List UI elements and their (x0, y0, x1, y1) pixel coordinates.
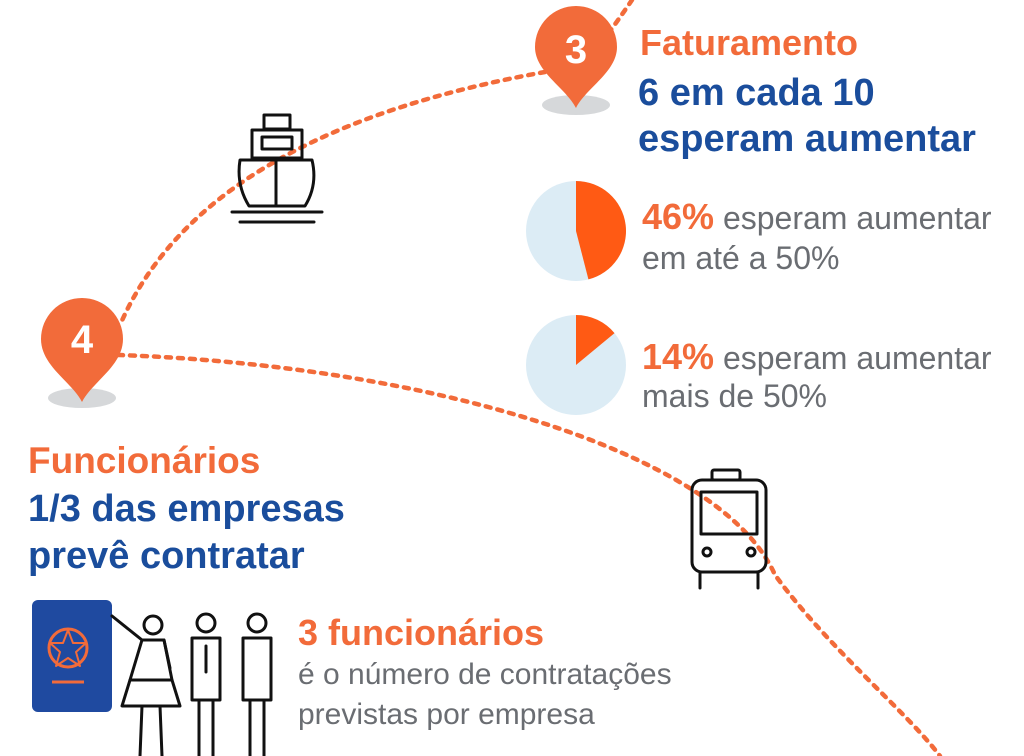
pin-4-number: 4 (71, 318, 94, 362)
route-path-arc (117, 69, 548, 328)
revenue-title: Faturamento (640, 22, 859, 63)
pie-chart-46 (526, 181, 627, 281)
stat-46-text-2: em até a 50% (642, 240, 840, 276)
employees-headline-2: prevê contratar (28, 535, 305, 577)
stat-14-percent: 14% (642, 336, 715, 377)
stat-14: 14% esperam aumentar (642, 336, 992, 378)
employees-stat-text-1: é o número de contratações (298, 658, 672, 691)
employees-stat-text-2: previstas por empresa (298, 698, 595, 731)
pie-slice-14 (576, 315, 615, 365)
stat-14-text-1: esperam aumentar (722, 340, 992, 376)
employees-title: Funcionários (28, 440, 261, 481)
map-pin-icon (41, 298, 123, 402)
map-pin-icon (534, 5, 618, 108)
revenue-headline-1: 6 em cada 10 (638, 72, 875, 114)
pie-chart-14 (526, 315, 626, 415)
stat-46: 46% esperam aumentar (642, 196, 992, 238)
stat-46-text-1: esperam aumentar (722, 200, 992, 236)
route-path-bottom (115, 352, 943, 756)
stat-46-percent: 46% (642, 196, 715, 237)
employees-stat-title: 3 funcionários (298, 612, 545, 653)
pin-3-number: 3 (565, 28, 587, 72)
pie-slice-46 (576, 181, 627, 280)
stat-14-text-2: mais de 50% (642, 378, 827, 414)
employees-headline-1: 1/3 das empresas (28, 488, 345, 530)
revenue-headline-2: esperam aumentar (638, 118, 976, 160)
